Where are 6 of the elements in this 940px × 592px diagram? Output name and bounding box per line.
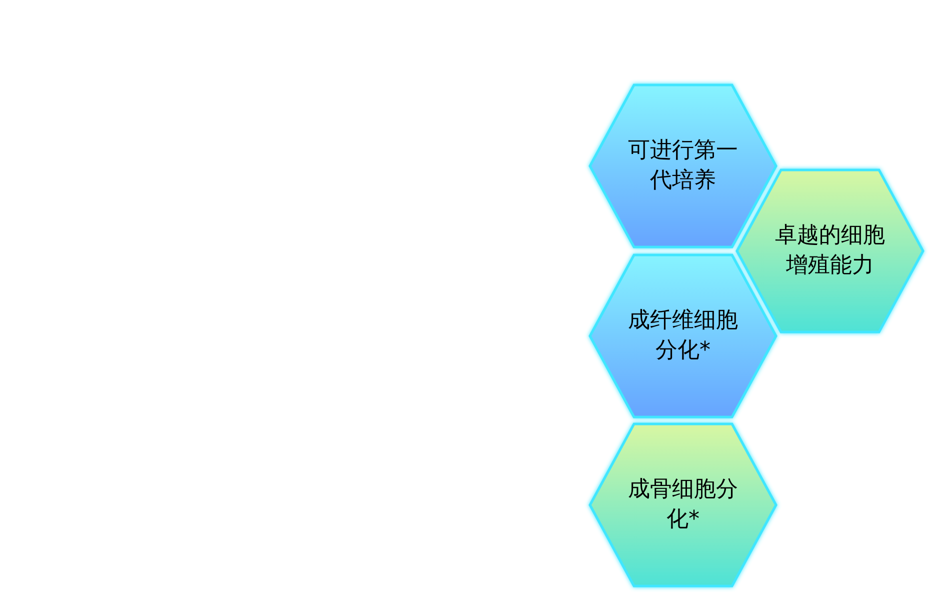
hexagon-label: 成纤维细胞分化* — [627, 307, 739, 365]
hexagon-label: 可进行第一代培养 — [627, 137, 739, 195]
hexagon-label: 卓越的细胞增殖能力 — [774, 222, 886, 280]
hexagon-label: 成骨细胞分化* — [627, 476, 739, 534]
hexagon-node — [588, 253, 778, 419]
hexagon-node — [588, 422, 778, 588]
